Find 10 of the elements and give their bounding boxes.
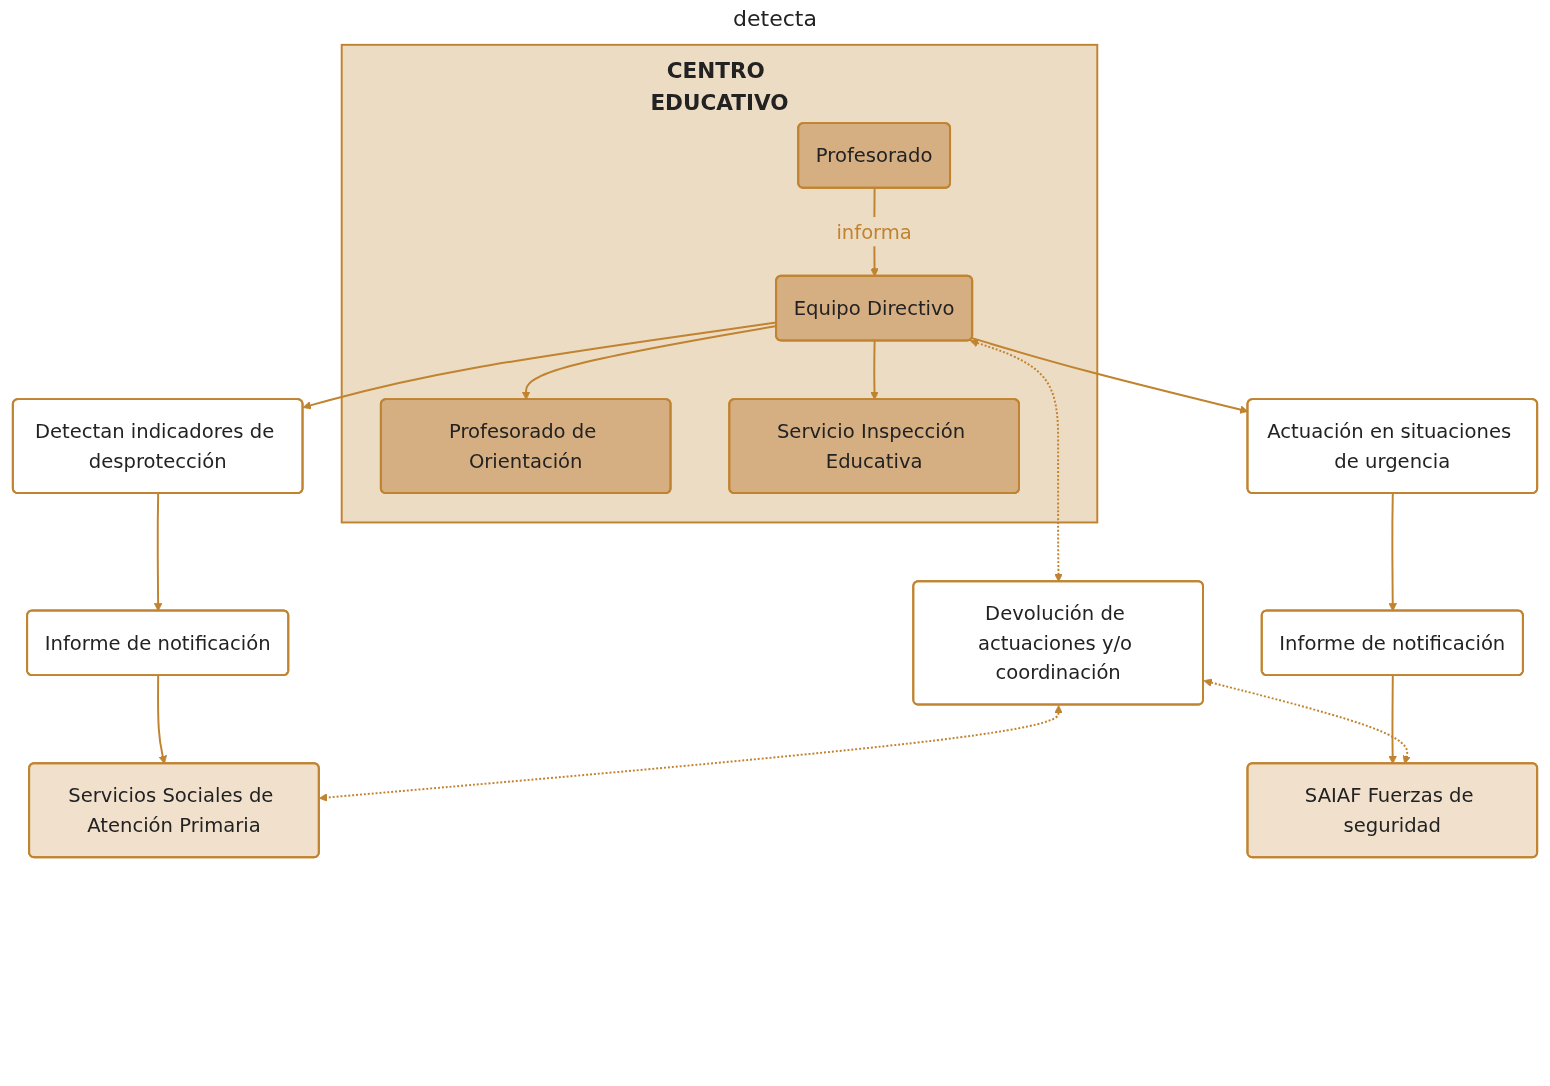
arrow — [157, 674, 167, 765]
arrow — [1388, 492, 1398, 612]
arrow — [870, 339, 879, 400]
note-text: detecta — [733, 6, 817, 31]
arrow — [969, 338, 1063, 583]
edge-label: informa — [836, 220, 912, 244]
arrow — [318, 705, 1063, 802]
arrow — [1388, 674, 1397, 765]
arrow — [1203, 678, 1411, 765]
arrow — [153, 492, 163, 612]
